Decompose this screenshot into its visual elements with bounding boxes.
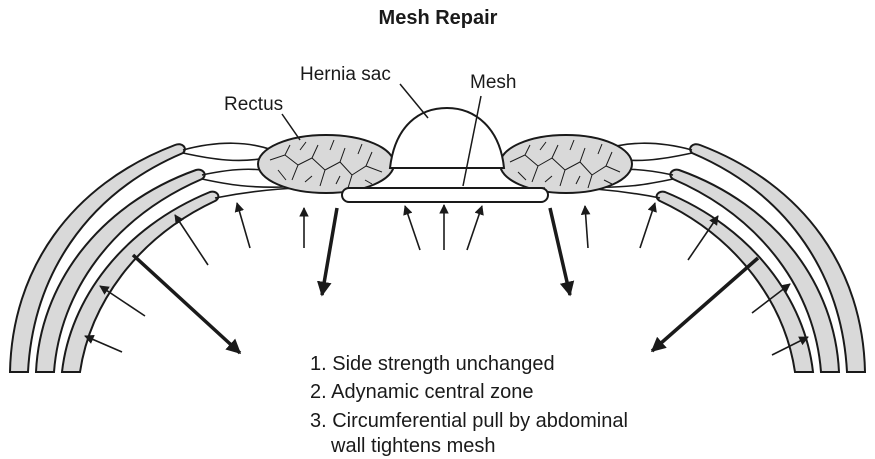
force-arrow-thin: [467, 206, 482, 250]
pull-arrow-thick: [322, 208, 337, 295]
mesh-label: Mesh: [470, 72, 516, 93]
note-3: 3. Circumferential pull by abdominal: [310, 410, 628, 432]
right-rectus-muscle: [500, 135, 632, 193]
hernia-sac-label: Hernia sac: [300, 64, 391, 85]
force-arrow-thin: [405, 206, 420, 250]
left-rectus-muscle: [258, 135, 394, 193]
note-3-continued: wall tightens mesh: [330, 435, 496, 457]
rectus-label: Rectus: [224, 94, 283, 115]
note-1: 1. Side strength unchanged: [310, 353, 555, 375]
thin-force-arrows: [85, 203, 808, 355]
thick-pull-arrows: [133, 208, 758, 353]
left-abdominal-wall: [10, 144, 218, 372]
rectus-leader: [282, 114, 300, 140]
mesh: [342, 188, 548, 202]
pull-arrow-thick: [652, 258, 758, 351]
diagram-title: Mesh Repair: [379, 7, 498, 29]
force-arrow-thin: [85, 336, 122, 352]
hernia-sac-leader: [400, 84, 428, 118]
force-arrow-thin: [585, 206, 588, 248]
right-abdominal-wall: [657, 144, 865, 372]
pull-arrow-thick: [133, 255, 240, 353]
force-arrow-thin: [175, 215, 208, 265]
force-arrow-thin: [100, 286, 145, 316]
force-arrow-thin: [640, 203, 655, 248]
note-2: 2. Adynamic central zone: [310, 381, 533, 403]
hernia-sac: [390, 108, 504, 168]
pull-arrow-thick: [550, 208, 570, 295]
force-arrow-thin: [237, 203, 250, 248]
